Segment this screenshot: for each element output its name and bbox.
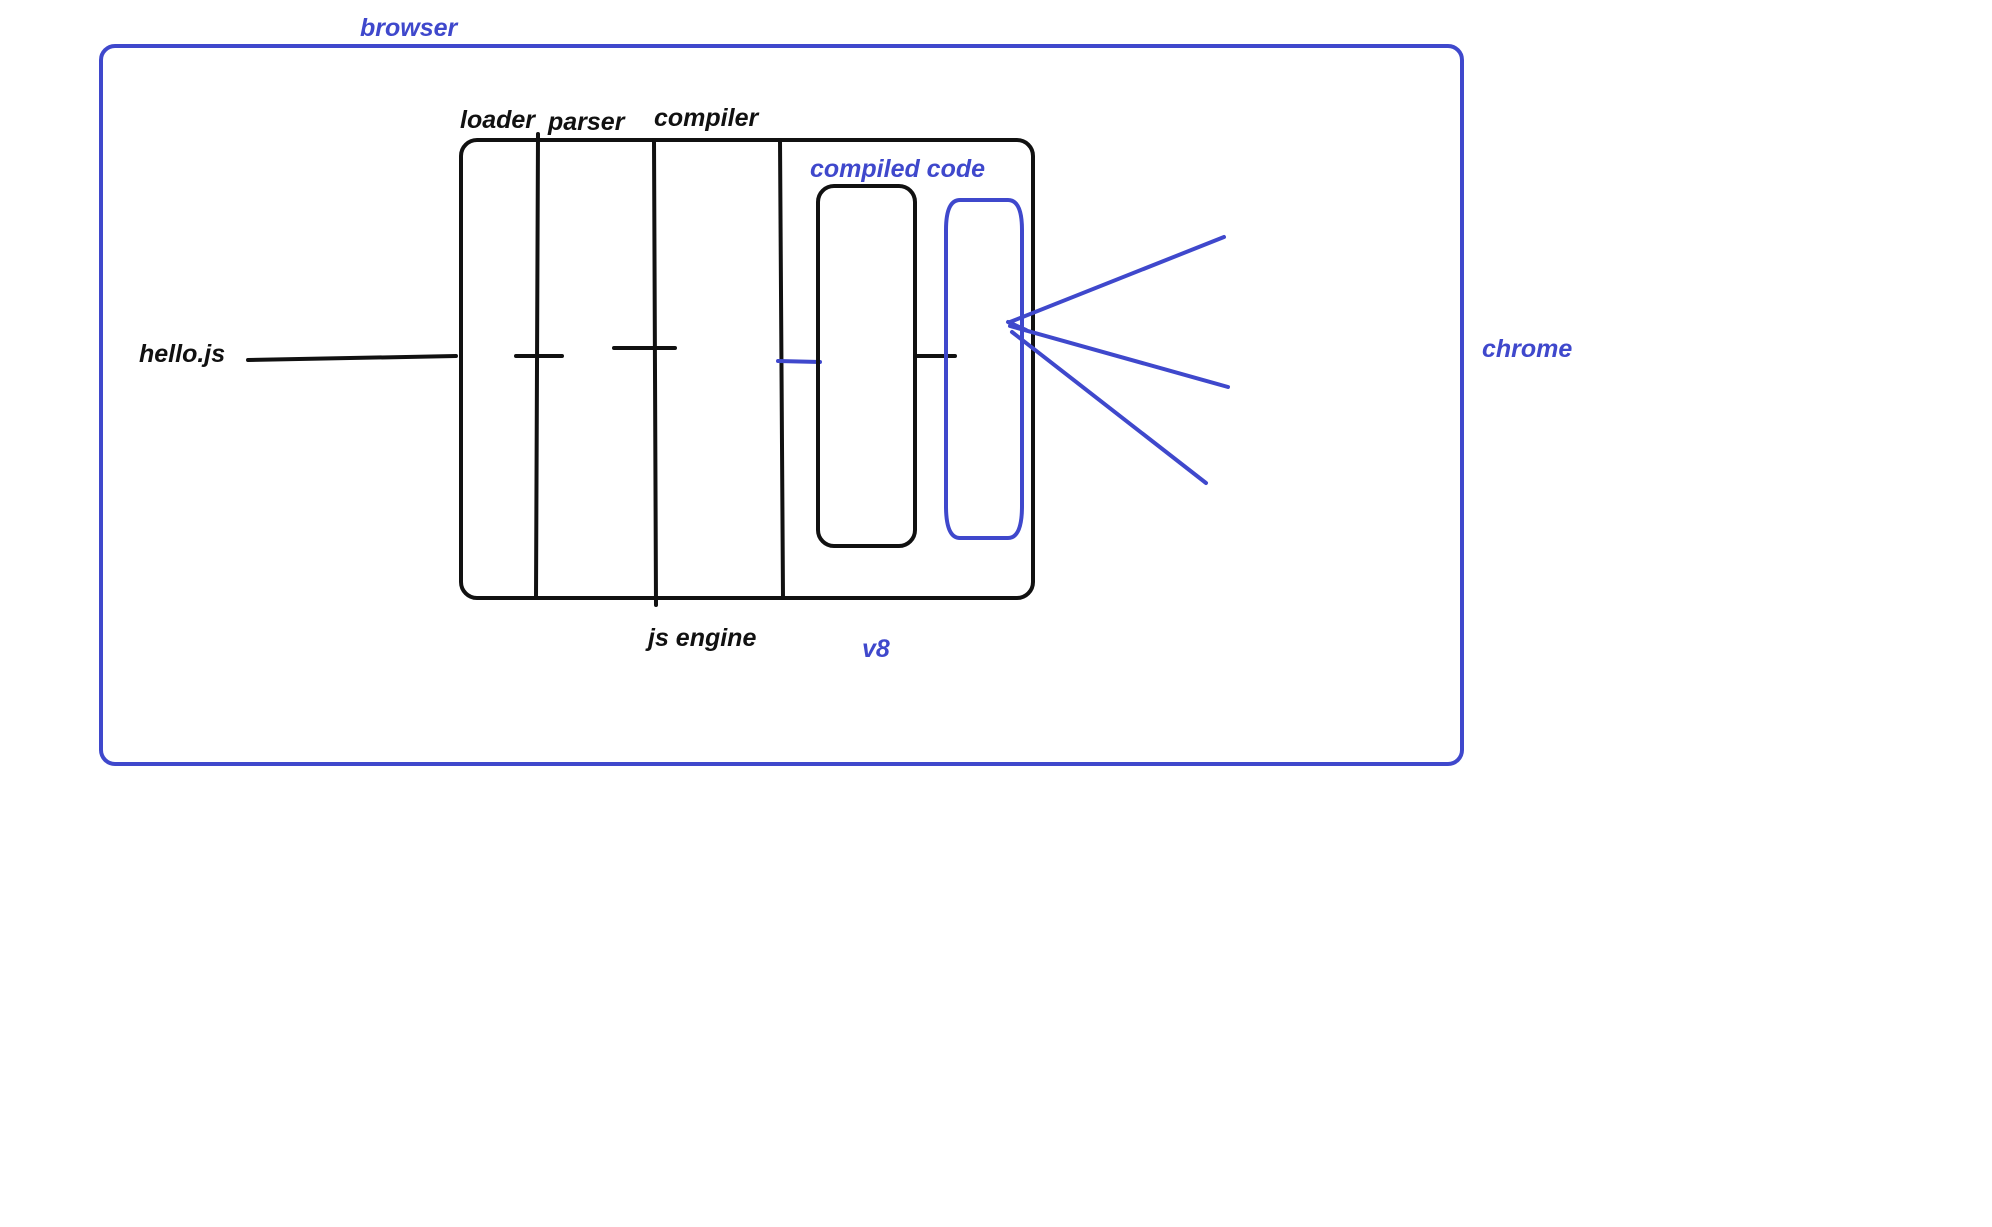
compiler-label: compiler [654,104,759,132]
hello-js-label: hello.js [139,340,225,368]
js-engine-label: js engine [645,624,756,652]
chrome-label: chrome [1482,335,1572,363]
hello-js-input-line [246,354,458,362]
compiled-code-box [816,184,917,548]
browser-label: browser [360,14,459,42]
parser-divider-line [652,138,658,607]
browser-box [99,44,1464,766]
compiled-code-label: compiled code [810,155,985,183]
output-ray-base [1006,320,1028,332]
loader-divider-line [534,132,540,600]
parser-label: parser [547,108,626,136]
output-ray-upper [1008,235,1226,324]
v8-output-box [944,198,1024,540]
js-engine-box [459,138,1035,600]
loader-label: loader [460,106,536,134]
output-ray-lower [1010,330,1208,485]
v8-label: v8 [862,635,890,663]
output-ray-middle [1008,324,1230,389]
compiler-divider-line [778,138,785,600]
compiler-to-code-tick [776,359,822,364]
